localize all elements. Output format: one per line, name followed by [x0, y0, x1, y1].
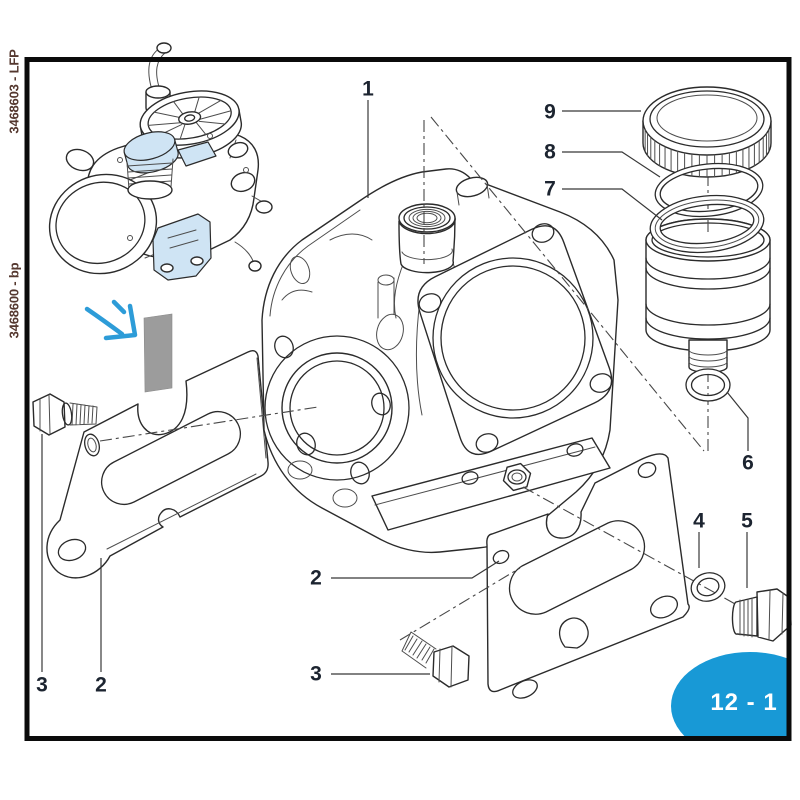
callout-3-left: 3 — [36, 673, 48, 697]
centerlines — [99, 116, 705, 641]
thumbnail-highlight-head — [123, 131, 179, 174]
thumbnail-highlight-casting — [177, 141, 217, 167]
callout-5: 5 — [741, 509, 753, 533]
thumbnail-highlight-bracket — [152, 213, 212, 281]
callout-6: 6 — [742, 451, 754, 475]
o-ring-8 — [654, 162, 764, 218]
shim-highlight — [143, 313, 173, 393]
seal-ring-7 — [649, 194, 765, 254]
highlight-arrow-icon — [84, 299, 138, 341]
diagram-border — [24, 57, 792, 741]
page-badge-label: 12 - 1 — [710, 689, 777, 716]
callout-3-mid: 3 — [310, 662, 322, 686]
pump-thumbnail — [48, 42, 273, 281]
page-badge[interactable]: 12 - 1 — [671, 652, 800, 760]
callout-7: 7 — [544, 177, 556, 201]
oil-reservoir-body — [645, 218, 771, 374]
callout-1: 1 — [362, 77, 374, 101]
hex-plug — [731, 588, 792, 642]
o-ring-6 — [685, 368, 731, 402]
washer — [690, 572, 726, 602]
leader-lines — [41, 100, 749, 675]
mounting-bracket-left — [46, 349, 269, 579]
centerline-drain-axis — [522, 486, 738, 606]
callout-2-left: 2 — [95, 673, 107, 697]
callout-2-mid: 2 — [310, 566, 322, 590]
hex-bolt-bottom — [401, 631, 470, 688]
hex-bolt-left — [32, 393, 98, 436]
pump-head-casting — [261, 168, 619, 554]
callout-9: 9 — [544, 100, 556, 124]
callout-8: 8 — [544, 140, 556, 164]
callout-4: 4 — [693, 509, 705, 533]
mounting-bracket-bottom — [486, 453, 690, 699]
